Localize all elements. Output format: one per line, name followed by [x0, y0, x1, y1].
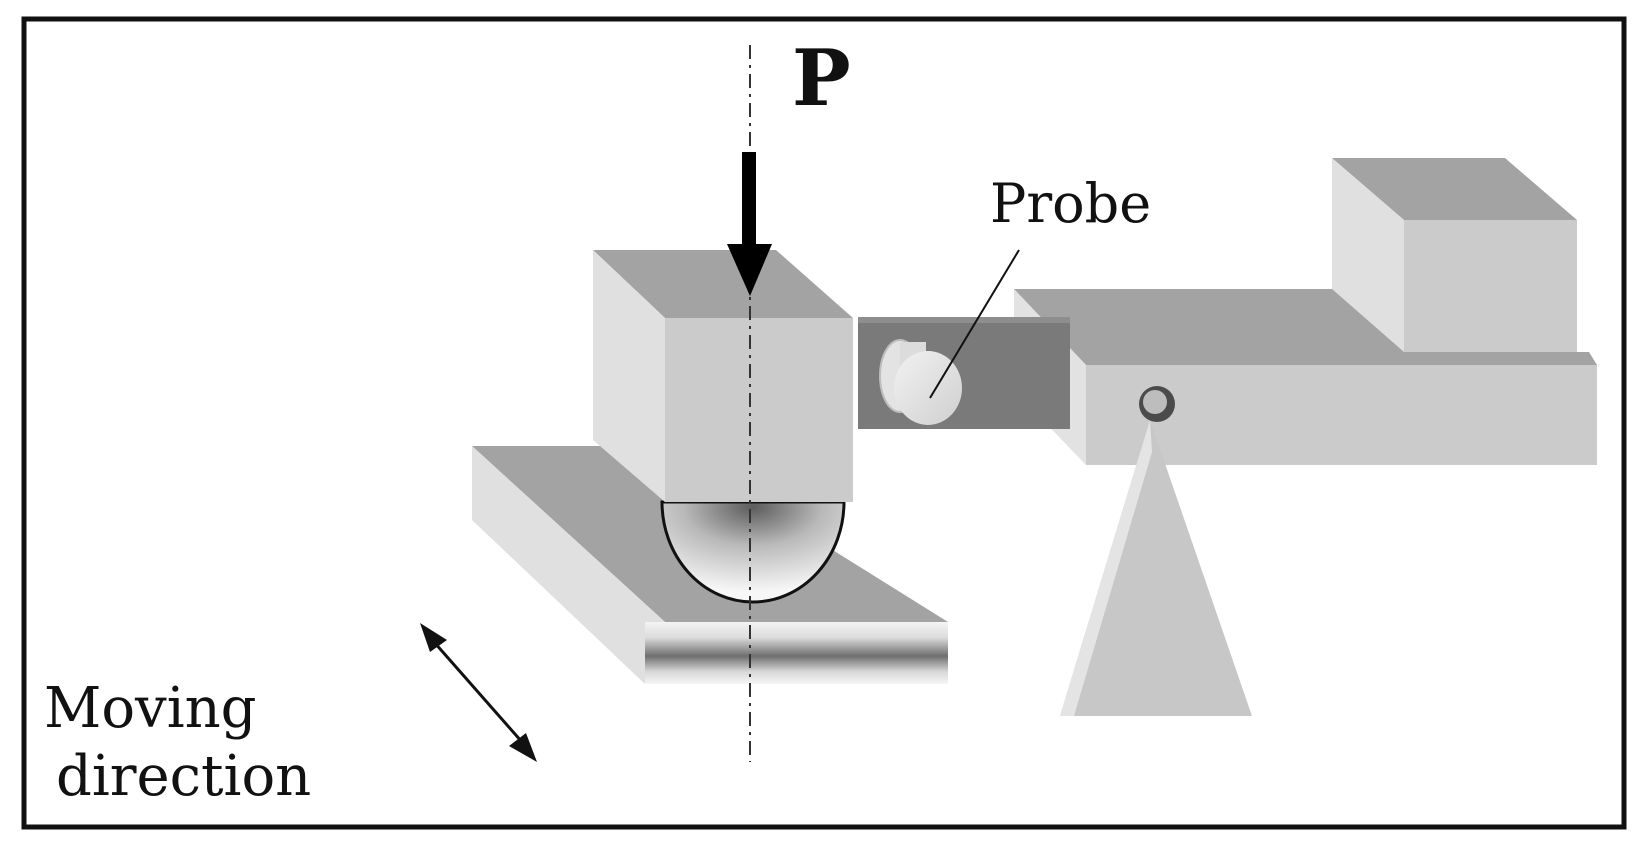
- probe-leader-line: [929, 249, 1020, 399]
- load-label: P: [792, 33, 851, 124]
- pivot-pin-icon: [1139, 386, 1175, 422]
- right-block: [1332, 158, 1577, 370]
- load-arrow-icon: [727, 152, 772, 296]
- probe-icon: [879, 339, 962, 425]
- moving-direction-arrow-icon: [420, 623, 537, 762]
- pivot-stand: [1060, 420, 1252, 716]
- probe-label: Probe: [990, 172, 1151, 235]
- loading-block: [593, 250, 853, 502]
- moving-direction-label-line2: direction: [56, 744, 311, 809]
- ball-icon: [660, 500, 846, 604]
- moving-direction-label-line1: Moving: [44, 676, 257, 741]
